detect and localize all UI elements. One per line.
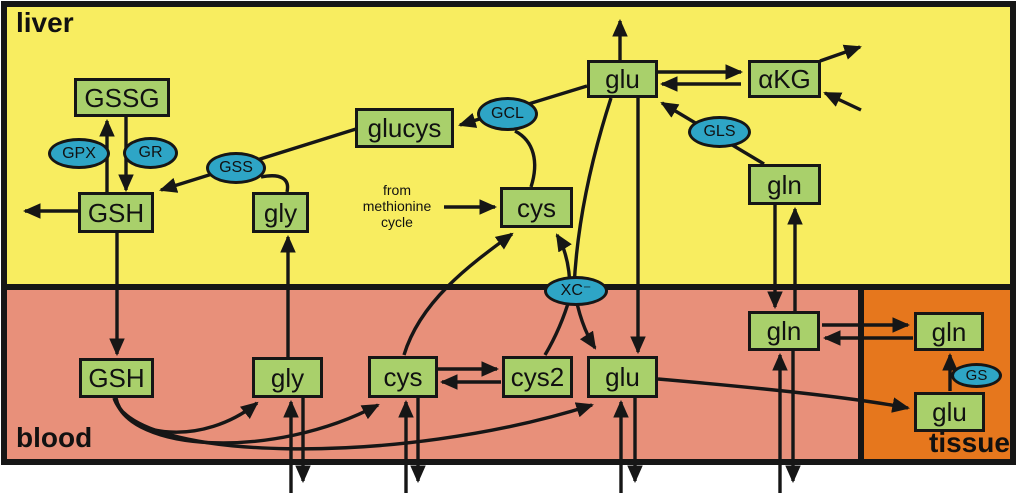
node-tissue-gln: gln bbox=[914, 312, 984, 351]
enzyme-gpx-oval: GPX bbox=[48, 138, 110, 169]
node-blood-glu: glu bbox=[587, 356, 658, 398]
enzyme-gcl-oval: GCL bbox=[477, 97, 538, 131]
node-liver-gsh: GSH bbox=[78, 192, 154, 233]
node-blood-gsh: GSH bbox=[79, 358, 154, 398]
enzyme-gs-oval: GS bbox=[951, 363, 1002, 388]
enzyme-gss-oval: GSS bbox=[206, 152, 266, 184]
node-liver-gly: gly bbox=[252, 192, 309, 233]
enzyme-gls-oval: GLS bbox=[688, 116, 751, 148]
blood-label: blood bbox=[16, 422, 93, 453]
tissue-label: tissue bbox=[929, 427, 1010, 458]
node-liver-glucys: glucys bbox=[355, 108, 454, 148]
node-liver-akg: αKG bbox=[748, 60, 821, 98]
node-blood-cys2: cys2 bbox=[502, 356, 573, 398]
node-tissue-glu: glu bbox=[914, 392, 985, 432]
node-blood-gly: gly bbox=[252, 357, 323, 398]
enzyme-gr-oval: GR bbox=[123, 137, 178, 169]
node-liver-gssg: GSSG bbox=[74, 78, 170, 117]
node-blood-cys: cys bbox=[368, 356, 438, 398]
node-liver-cys: cys bbox=[500, 187, 573, 228]
liver-label: liver bbox=[16, 7, 74, 38]
node-liver-glu: glu bbox=[587, 60, 658, 98]
node-liver-gln: gln bbox=[748, 164, 821, 205]
enzyme-xc-transporter-oval: XC⁻ bbox=[544, 276, 608, 306]
node-blood-gln: gln bbox=[748, 311, 820, 351]
methionine-cycle-note: from methionine cycle bbox=[362, 182, 432, 231]
